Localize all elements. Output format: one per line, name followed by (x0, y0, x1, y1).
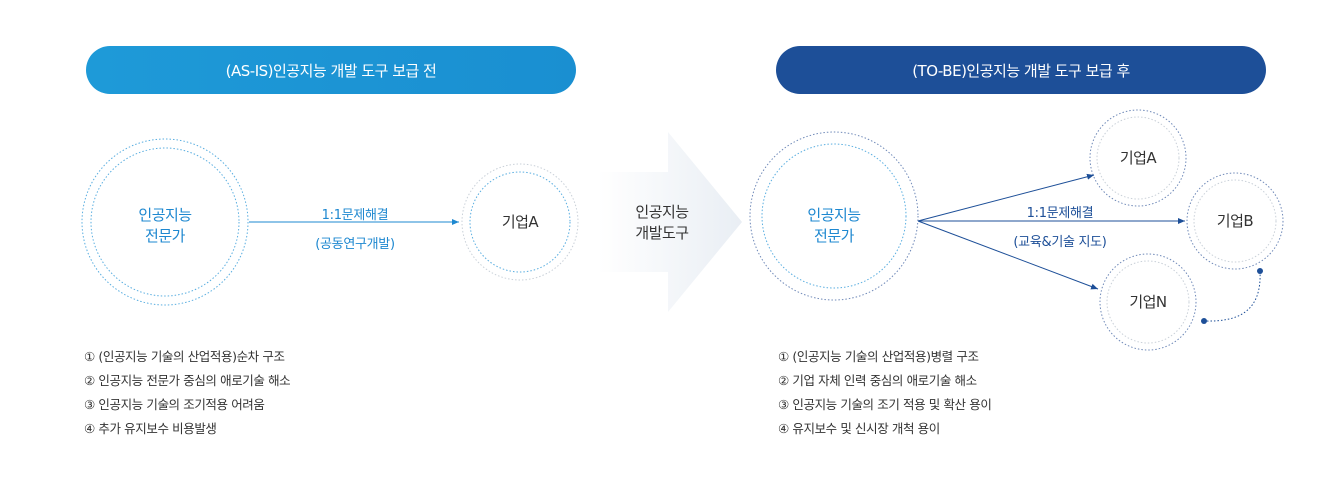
tobe-link-label: 1:1문제해결 (교육&기술 지도) (995, 202, 1125, 250)
tobe-link-a-arrow (917, 173, 1095, 222)
asis-expert-node (81, 138, 249, 306)
tobe-b-n-connector (1203, 270, 1261, 322)
tool-label-line2: 개발도구 (635, 224, 689, 242)
tobe-company-n-node (1099, 253, 1197, 351)
asis-title-pill: (AS-IS)인공지능 개발 도구 보급 전 (86, 46, 576, 94)
tobe-expert-node (749, 131, 919, 301)
asis-note-2: ② 인공지능 전문가 중심의 애로기술 해소 (84, 373, 291, 388)
connector-dot-b (1257, 268, 1263, 274)
asis-expert-label: 인공지능 전문가 (115, 205, 215, 247)
asis-expert-line2: 전문가 (145, 227, 185, 245)
tobe-company-n-label: 기업N (1129, 293, 1167, 311)
asis-company-node (461, 163, 579, 281)
tobe-link-n-arrow (917, 220, 1099, 290)
asis-note-4: ④ 추가 유지보수 비용발생 (84, 421, 217, 436)
tool-label-line1: 인공지능 (635, 203, 689, 221)
tobe-expert-line1: 인공지능 (807, 206, 861, 224)
tobe-title: (TO-BE)인공지능 개발 도구 보급 후 (912, 61, 1130, 80)
asis-expert-line1: 인공지능 (138, 206, 192, 224)
asis-title: (AS-IS)인공지능 개발 도구 보급 전 (225, 61, 437, 80)
tobe-expert-label: 인공지능 전문가 (784, 205, 884, 247)
tobe-expert-line2: 전문가 (814, 227, 854, 245)
transition-arrow (598, 132, 742, 312)
tool-label: 인공지능 개발도구 (612, 202, 712, 244)
tobe-title-pill: (TO-BE)인공지능 개발 도구 보급 후 (776, 46, 1266, 94)
tobe-company-a-label: 기업A (1119, 149, 1157, 167)
tobe-note-4: ④ 유지보수 및 신시장 개척 용이 (778, 421, 940, 436)
tobe-note-1: ① (인공지능 기술의 산업적용)병렬 구조 (778, 349, 979, 364)
tobe-company-a-node (1089, 109, 1187, 207)
asis-link-line1: 1:1문제해결 (321, 208, 389, 223)
asis-link-label: 1:1문제해결 (공동연구개발) (290, 204, 420, 252)
tobe-note-2: ② 기업 자체 인력 중심의 애로기술 해소 (778, 373, 977, 388)
tobe-note-3: ③ 인공지능 기술의 조기 적용 및 확산 용이 (778, 397, 992, 412)
tobe-notes: ① (인공지능 기술의 산업적용)병렬 구조 ② 기업 자체 인력 중심의 애로… (778, 345, 992, 441)
connector-dot-n (1201, 318, 1207, 324)
tobe-company-b-label: 기업B (1216, 212, 1254, 230)
tobe-link-line1: 1:1문제해결 (1026, 206, 1094, 221)
asis-note-3: ③ 인공지능 기술의 조기적용 어려움 (84, 397, 265, 412)
asis-notes: ① (인공지능 기술의 산업적용)순차 구조 ② 인공지능 전문가 중심의 애로… (84, 345, 291, 441)
asis-note-1: ① (인공지능 기술의 산업적용)순차 구조 (84, 349, 285, 364)
tobe-company-b-node (1186, 172, 1284, 270)
asis-link-line2: (공동연구개발) (315, 237, 395, 252)
tobe-link-line2: (교육&기술 지도) (1013, 235, 1107, 250)
asis-company-label: 기업A (501, 213, 539, 231)
